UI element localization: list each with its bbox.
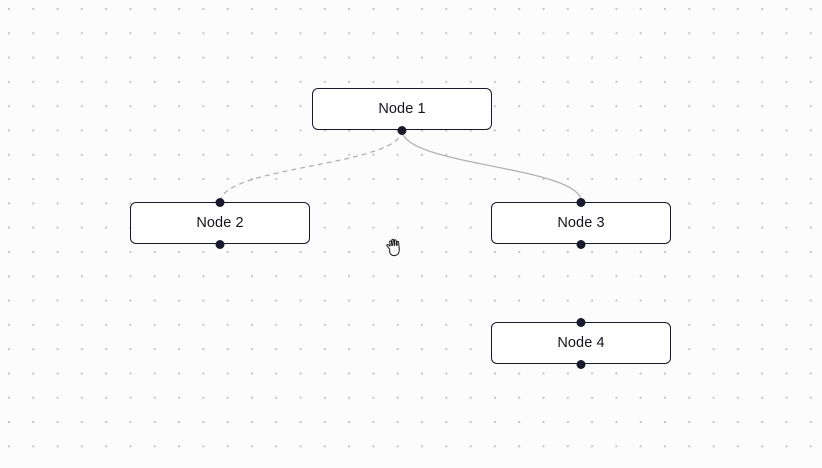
node-4-label: Node 4	[557, 335, 605, 351]
node-1-label: Node 1	[378, 101, 426, 117]
node-2-source-handle[interactable]	[215, 239, 225, 249]
node-1-source-handle[interactable]	[397, 125, 407, 135]
node-3[interactable]: Node 3	[491, 197, 671, 249]
edge-node1-node2[interactable]	[219, 129, 403, 203]
node-4[interactable]: Node 4	[491, 317, 671, 369]
node-3-label: Node 3	[557, 215, 605, 231]
node-4-target-handle[interactable]	[576, 317, 586, 327]
node-1[interactable]: Node 1	[312, 88, 492, 135]
node-3-target-handle[interactable]	[576, 197, 586, 207]
node-2[interactable]: Node 2	[130, 197, 310, 249]
node-3-source-handle[interactable]	[576, 239, 586, 249]
node-2-label: Node 2	[196, 215, 244, 231]
node-4-source-handle[interactable]	[576, 359, 586, 369]
node-2-target-handle[interactable]	[215, 197, 225, 207]
edge-node1-node3[interactable]	[401, 129, 583, 203]
